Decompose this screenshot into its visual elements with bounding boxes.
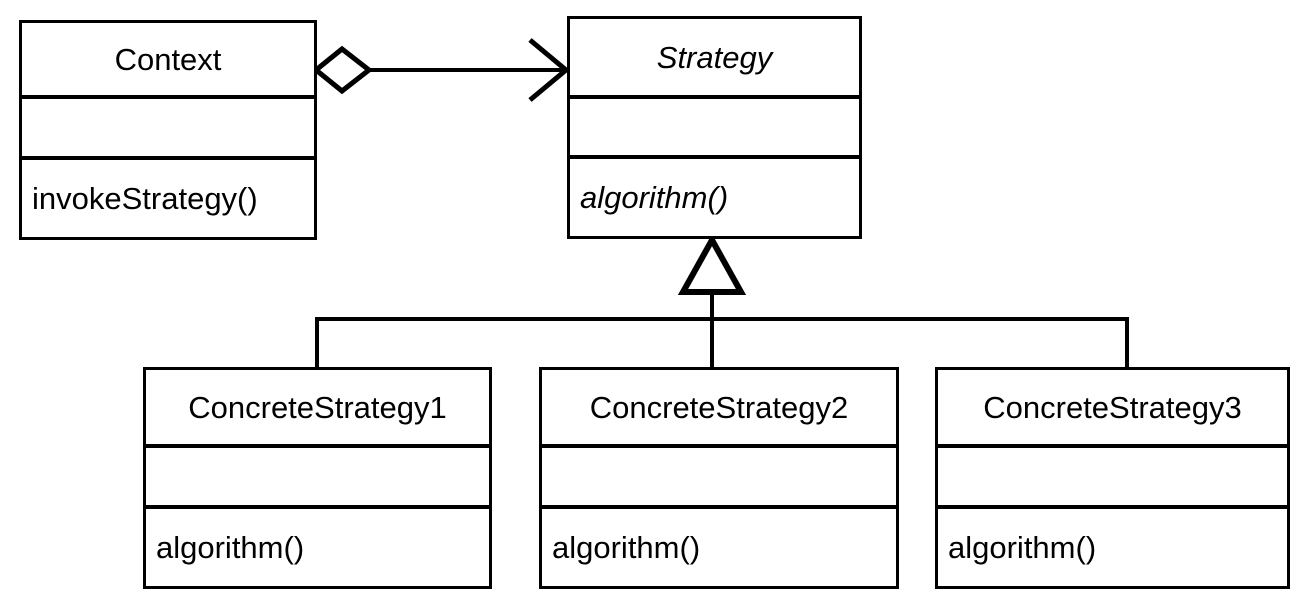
- class-name-concretestrategy2: ConcreteStrategy2: [542, 370, 896, 444]
- generalization-bus-horizontal: [315, 317, 1129, 321]
- class-name-concretestrategy1: ConcreteStrategy1: [146, 370, 489, 444]
- class-box-concretestrategy1[interactable]: ConcreteStrategy1 algorithm(): [143, 367, 492, 589]
- class-box-concretestrategy2[interactable]: ConcreteStrategy2 algorithm(): [539, 367, 899, 589]
- class-operations-context: invokeStrategy(): [22, 156, 314, 237]
- association-line-context-strategy: [315, 68, 567, 72]
- generalization-drop-concrete3: [1125, 317, 1129, 369]
- class-name-strategy: Strategy: [570, 19, 859, 95]
- class-operations-concretestrategy3: algorithm(): [938, 505, 1287, 586]
- class-attributes-strategy: [570, 95, 859, 155]
- class-box-context[interactable]: Context invokeStrategy(): [19, 20, 317, 240]
- class-attributes-concretestrategy1: [146, 444, 489, 505]
- generalization-drop-concrete2: [710, 317, 714, 369]
- generalization-stem-vertical: [710, 239, 714, 321]
- class-operations-concretestrategy1: algorithm(): [146, 505, 489, 586]
- class-box-concretestrategy3[interactable]: ConcreteStrategy3 algorithm(): [935, 367, 1290, 589]
- class-name-context: Context: [22, 23, 314, 95]
- class-operations-concretestrategy2: algorithm(): [542, 505, 896, 586]
- class-attributes-concretestrategy3: [938, 444, 1287, 505]
- generalization-drop-concrete1: [315, 317, 319, 369]
- class-name-concretestrategy3: ConcreteStrategy3: [938, 370, 1287, 444]
- class-attributes-concretestrategy2: [542, 444, 896, 505]
- class-box-strategy[interactable]: Strategy algorithm(): [567, 16, 862, 239]
- class-operations-strategy: algorithm(): [570, 155, 859, 236]
- class-attributes-context: [22, 95, 314, 156]
